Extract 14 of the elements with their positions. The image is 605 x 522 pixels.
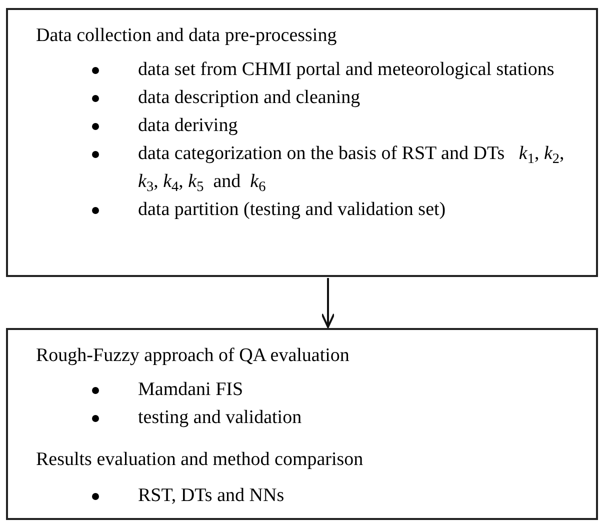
process-box bbox=[6, 328, 598, 520]
bullet-text: Mamdani FIS bbox=[138, 378, 244, 402]
section-heading: Data collection and data pre-processing bbox=[36, 24, 337, 48]
bullet-text: data categorization on the basis of RST and DTs k$_{1}$, k$_{2}$, k$_{3}$, k$_{4}$, k$_{5}$ and k$_{6}$ bbox=[138, 142, 566, 196]
section-heading: Results evaluation and method comparison bbox=[36, 448, 364, 472]
section-heading: Rough-Fuzzy approach of QA evaluation bbox=[36, 344, 350, 368]
arrow bbox=[321, 278, 335, 328]
bullet-text: RST, DTs and NNs bbox=[138, 484, 286, 508]
bullet-text: data description and cleaning bbox=[138, 86, 362, 110]
bullet-text: data deriving bbox=[138, 114, 239, 138]
process-box bbox=[6, 8, 598, 277]
bullet-text: data set from CHMI portal and meteorological stations bbox=[138, 58, 556, 82]
bullet-text: testing and validation bbox=[138, 406, 303, 430]
bullet-text: data partition (testing and validation set) bbox=[138, 198, 447, 222]
